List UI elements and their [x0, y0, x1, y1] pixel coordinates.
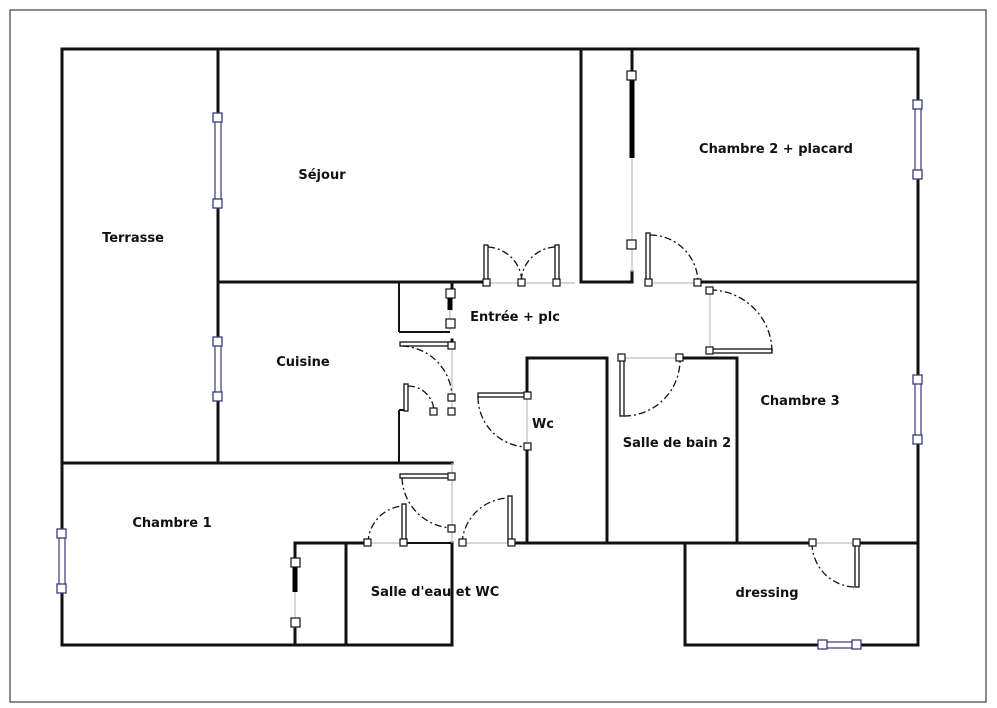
- door-cuisine: [399, 341, 456, 410]
- room-label-wc: Wc: [532, 417, 554, 432]
- door-degagement: [458, 495, 516, 547]
- double-door-sejour: [482, 244, 575, 287]
- door-salle-eau: [363, 503, 408, 547]
- room-label-chambre-1: Chambre 1: [132, 516, 211, 531]
- window-chambre-1: [56, 528, 67, 594]
- room-label-salle-de-bain-2: Salle de bain 2: [623, 436, 731, 451]
- door-chambre-2: [644, 232, 702, 287]
- sliding-door-entree-placard: [445, 288, 456, 330]
- room-label-cuisine: Cuisine: [276, 355, 330, 370]
- door-wc: [477, 391, 532, 451]
- room-label-terrasse: Terrasse: [102, 231, 164, 246]
- room-label-dressing: dressing: [735, 586, 798, 601]
- window-chambre-3: [912, 374, 923, 445]
- sliding-door-salle-eau: [290, 557, 301, 628]
- room-label-entree: Entrée + plc: [470, 310, 560, 325]
- door-cuisine-placard: [403, 383, 456, 416]
- door-chambre-3: [705, 286, 773, 355]
- sliding-door-chambre-2: [626, 70, 637, 272]
- room-label-chambre-2: Chambre 2 + placard: [699, 142, 853, 157]
- door-salle-de-bain-2: [617, 353, 684, 417]
- room-label-salle-eau: Salle d'eau et WC: [371, 585, 499, 600]
- drawing-frame: [9, 9, 987, 703]
- window-terrasse-sejour: [212, 112, 223, 209]
- window-dressing: [817, 639, 862, 650]
- walls: [60, 47, 920, 647]
- door-dressing: [808, 538, 861, 588]
- room-label-sejour: Séjour: [298, 168, 346, 183]
- room-label-chambre-3: Chambre 3: [760, 394, 839, 409]
- window-chambre-2: [912, 99, 923, 180]
- door-chambre-1: [399, 463, 456, 543]
- window-terrasse-cuisine: [212, 336, 223, 402]
